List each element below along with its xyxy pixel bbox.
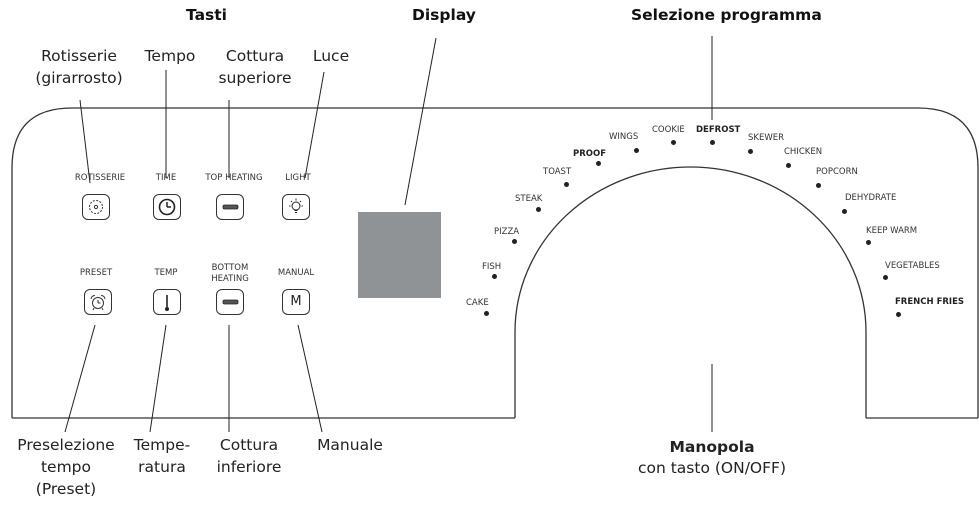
program-dot-chicken[interactable]	[786, 163, 791, 168]
program-dot-toast[interactable]	[564, 182, 569, 187]
program-dot-dehydrate[interactable]	[842, 209, 847, 214]
program-label-pizza: PIZZA	[494, 227, 520, 237]
program-label-keep-warm: KEEP WARM	[866, 226, 918, 236]
program-dot-pizza[interactable]	[512, 239, 517, 244]
program-label-skewer: SKEWER	[748, 133, 785, 143]
temperature-callout-line2: ratura	[138, 458, 186, 476]
program-dot-defrost[interactable]	[710, 140, 715, 145]
program-dot-popcorn[interactable]	[816, 183, 821, 188]
bottom-heating-label-line1: BOTTOM	[211, 263, 249, 273]
program-label-defrost: DEFROST	[696, 125, 741, 135]
rotisserie-label: ROTISSERIE	[74, 173, 126, 183]
thermometer-icon	[165, 295, 169, 311]
bottom-heating-button[interactable]	[216, 289, 244, 315]
program-dot-wings[interactable]	[634, 148, 639, 153]
manual-button[interactable]: M	[282, 289, 310, 315]
heating-element-icon	[222, 299, 239, 305]
top-heating-callout-line1: Cottura	[225, 47, 285, 65]
program-label-popcorn: POPCORN	[816, 167, 858, 177]
manual-label: MANUAL	[277, 268, 315, 278]
program-dot-steak[interactable]	[536, 207, 541, 212]
display-screen	[358, 212, 441, 298]
knob-subheading: con tasto (ON/OFF)	[637, 459, 787, 477]
program-label-cake: CAKE	[466, 298, 489, 308]
program-label-proof: PROOF	[573, 149, 607, 159]
program-dot-proof[interactable]	[596, 161, 601, 166]
alarm-clock-icon	[90, 295, 106, 311]
light-label: LIGHT	[285, 173, 311, 183]
rotisserie-button[interactable]	[82, 194, 110, 220]
knob-outline	[514, 166, 867, 418]
clock-icon	[158, 198, 176, 216]
program-dot-keep-warm[interactable]	[866, 240, 871, 245]
manual-callout: Manuale	[317, 436, 383, 454]
rotisserie-callout-line1: Rotisserie	[41, 47, 117, 65]
bottom-heating-callout-line1: Cottura	[219, 436, 279, 454]
program-dot-cake[interactable]	[484, 311, 489, 316]
program-label-wings: WINGS	[609, 132, 639, 142]
program-label-vegetables: VEGETABLES	[885, 261, 940, 271]
bottom-heating-label: BOTTOM HEATING	[200, 263, 260, 285]
program-label-chicken: CHICKEN	[784, 147, 823, 157]
top-heating-callout-line2: superiore	[218, 69, 292, 87]
program-label-steak: STEAK	[515, 194, 543, 204]
preset-callout-line2: tempo	[40, 458, 92, 476]
program-label-toast: TOAST	[543, 167, 572, 177]
top-heating-label: TOP HEATING	[205, 173, 263, 183]
program-dot-cookie[interactable]	[671, 140, 676, 145]
bottom-heating-callout-line2: inferiore	[216, 458, 282, 476]
program-label-dehydrate: DEHYDRATE	[845, 193, 897, 203]
program-label-fish: FISH	[482, 262, 502, 272]
preset-label: PRESET	[79, 268, 113, 278]
preset-callout-line3: (Preset)	[35, 480, 97, 498]
program-dot-skewer[interactable]	[748, 149, 753, 154]
time-label: TIME	[155, 173, 177, 183]
bottom-heating-callout: Cottura inferiore	[204, 434, 294, 478]
display-heading: Display	[412, 6, 476, 24]
program-label-cookie: COOKIE	[652, 125, 685, 135]
m-letter-icon: M	[290, 294, 302, 309]
bottom-heating-label-line2: HEATING	[211, 274, 249, 284]
light-callout: Luce	[312, 47, 350, 65]
temperature-callout-line1: Tempe-	[133, 436, 191, 454]
bulb-icon	[289, 198, 303, 213]
rotisserie-callout: Rotisserie (girarrosto)	[22, 45, 136, 89]
program-dot-fish[interactable]	[492, 274, 497, 279]
program-dot-vegetables[interactable]	[883, 275, 888, 280]
buttons-heading: Tasti	[186, 6, 227, 24]
program-selection-heading: Selezione programma	[631, 6, 822, 24]
preset-callout: Preselezione tempo (Preset)	[4, 434, 128, 500]
rotisserie-icon	[89, 200, 103, 214]
temp-button[interactable]	[153, 289, 181, 315]
preset-button[interactable]	[84, 289, 112, 315]
temp-label: TEMP	[154, 268, 178, 278]
heating-element-icon	[222, 204, 239, 210]
program-label-french-fries: FRENCH FRIES	[895, 297, 965, 307]
time-button[interactable]	[153, 194, 181, 220]
light-button[interactable]	[282, 194, 310, 220]
tempo-callout: Tempo	[144, 47, 196, 65]
top-heating-callout: Cottura superiore	[210, 45, 300, 89]
knob-heading: Manopola	[669, 438, 755, 456]
top-heating-button[interactable]	[216, 194, 244, 220]
temperature-callout: Tempe- ratura	[130, 434, 194, 478]
program-dot-french-fries[interactable]	[896, 312, 901, 317]
preset-callout-line1: Preselezione	[17, 436, 115, 454]
rotisserie-callout-line2: (girarrosto)	[35, 69, 123, 87]
